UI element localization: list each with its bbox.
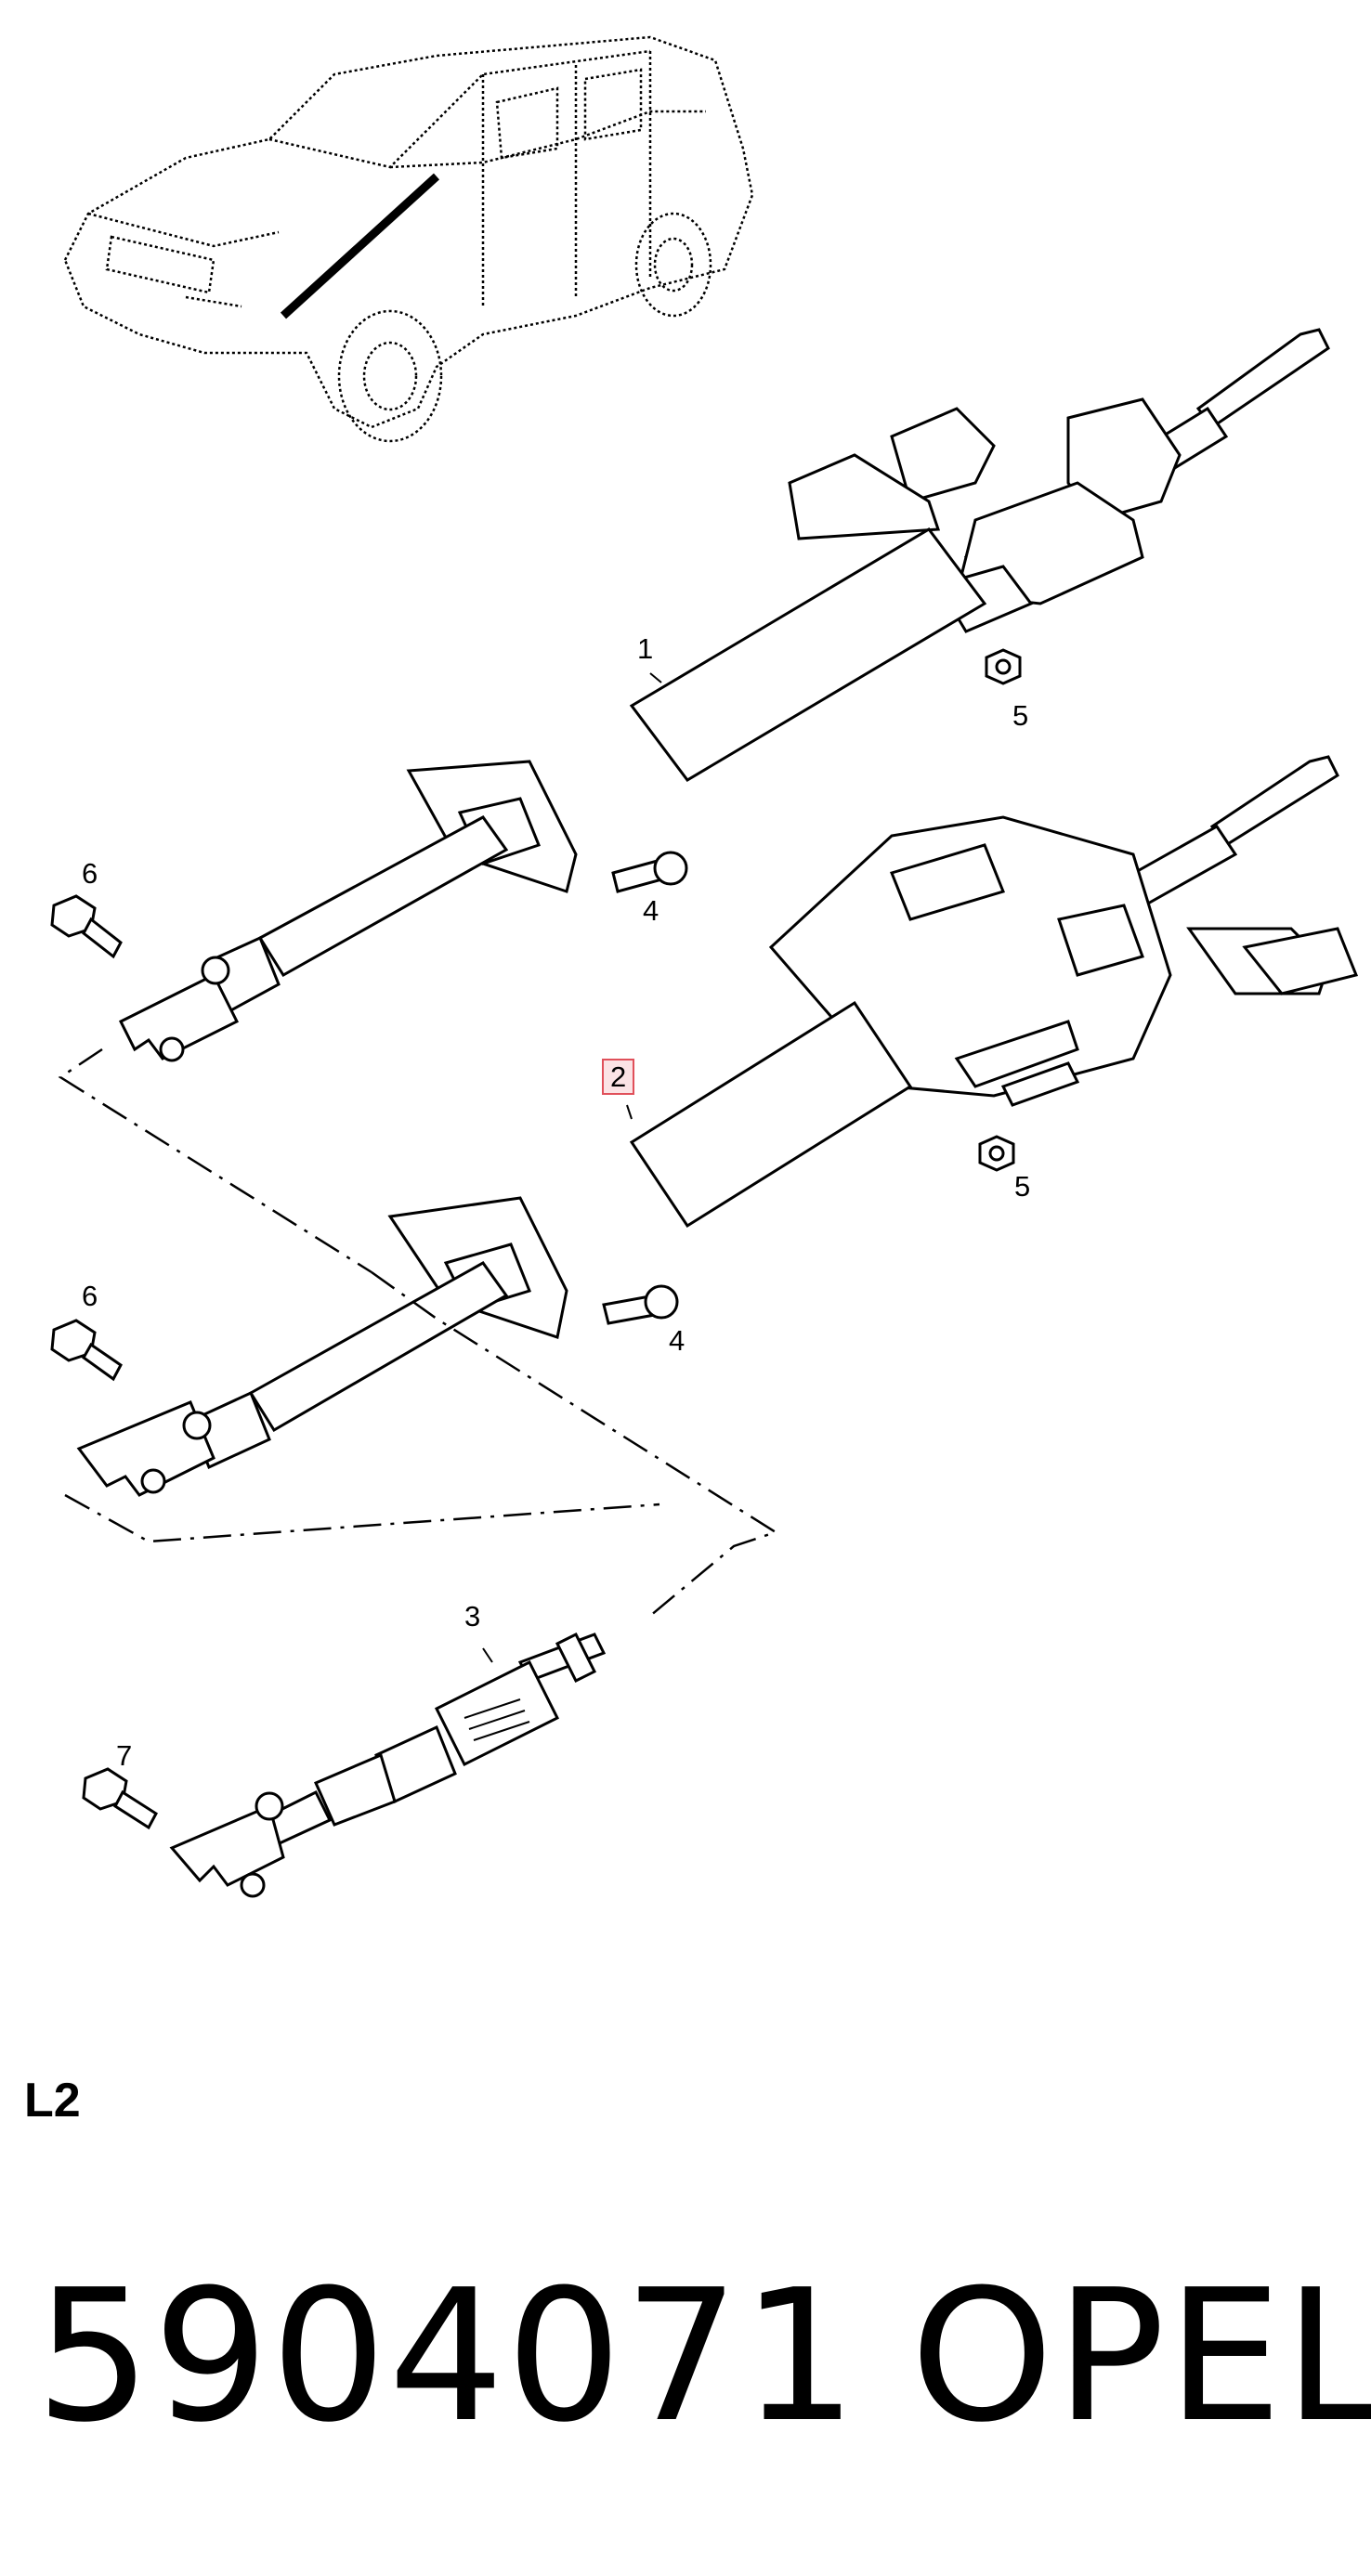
bolt-4b — [602, 1284, 679, 1325]
leader-lines — [482, 672, 662, 1663]
steering-column-lower — [76, 755, 1359, 1497]
callout-4b: 4 — [669, 1324, 686, 1357]
bolt-6a — [50, 894, 123, 959]
callout-4a: 4 — [643, 894, 659, 927]
section-label: L2 — [24, 2074, 81, 2127]
bolt-4a — [611, 851, 688, 893]
callout-5b: 5 — [1014, 1170, 1031, 1203]
steering-column-upper — [118, 328, 1330, 1062]
vehicle-illustration — [63, 35, 754, 443]
bolt-7 — [82, 1767, 158, 1830]
callout-6a: 6 — [82, 857, 98, 890]
brand-name: OPEL — [910, 2251, 1371, 2463]
nut-5a — [985, 648, 1022, 685]
callout-6b: 6 — [82, 1280, 98, 1312]
callout-5a: 5 — [1012, 699, 1029, 732]
bolt-6b — [50, 1319, 123, 1382]
callout-3: 3 — [464, 1600, 481, 1633]
part-number: 5904071 — [35, 2251, 859, 2463]
guide-lines — [58, 1047, 778, 1617]
callout-2-highlighted[interactable]: 2 — [602, 1059, 635, 1095]
callout-1: 1 — [637, 632, 654, 665]
column-marker-on-vehicle — [280, 173, 440, 319]
callout-7: 7 — [116, 1739, 133, 1772]
intermediate-shaft — [169, 1632, 607, 1898]
nut-5b — [978, 1135, 1015, 1172]
